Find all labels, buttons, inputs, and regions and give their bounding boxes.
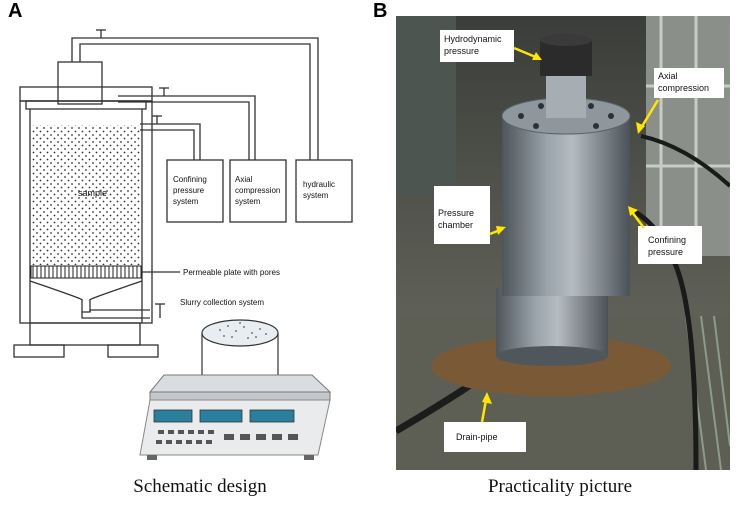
sample-label: sample: [78, 188, 107, 198]
schematic-caption: Schematic design: [133, 476, 267, 497]
base-foot-right: [107, 344, 159, 358]
axial-label-2: compression: [235, 186, 280, 195]
svg-text:compression: compression: [658, 83, 709, 93]
panel-a-letter: A: [8, 0, 23, 22]
confining-label-1: Confining: [173, 175, 207, 184]
drain-pipe-inner: [89, 309, 150, 312]
hydraulic-label-1: hydraulic: [303, 180, 335, 189]
panel-b-letter: B: [373, 0, 388, 22]
pressure-chamber-callout: Pressure chamber: [434, 186, 506, 244]
svg-text:chamber: chamber: [438, 220, 473, 230]
svg-text:Hydrodynamic: Hydrodynamic: [444, 34, 502, 44]
lower-flange: [496, 288, 608, 356]
slurry-funnel: [29, 280, 143, 313]
electronic-scale: [139, 374, 332, 460]
schematic-diagram: sample Confining pressure system Axial c…: [13, 29, 353, 460]
main-cylinder: [502, 116, 630, 296]
photo-caption: Practicality picture: [487, 476, 633, 497]
drain-pipe-outer: [81, 312, 150, 319]
permeable-plate: [30, 265, 142, 279]
confining-pressure-callout: Confining pressure: [628, 206, 702, 264]
svg-text:pressure: pressure: [648, 247, 683, 257]
pipe-hydraulic-outer: [71, 37, 319, 160]
base-ring: [431, 336, 671, 396]
apparatus-photo: Hydrodynamic pressure Axial compression …: [396, 16, 730, 470]
confining-hose: [620, 203, 699, 470]
axial-compression-callout: Axial compression: [636, 68, 724, 134]
svg-text:pressure: pressure: [444, 46, 479, 56]
svg-text:Confining: Confining: [648, 235, 686, 245]
top-plate: [19, 86, 153, 102]
drain-pipe-callout: Drain-pipe: [444, 392, 526, 452]
axial-label-3: system: [235, 197, 261, 206]
hydrodynamic-callout: Hydrodynamic pressure: [440, 30, 542, 62]
base-block: [29, 322, 141, 346]
permeable-plate-label: Permeable plate with pores: [183, 268, 280, 277]
pipe-axial-inner: [118, 101, 250, 160]
slurry-label: Slurry collection system: [180, 298, 264, 307]
base-foot-left: [13, 344, 65, 358]
axial-label-1: Axial: [235, 175, 253, 184]
slurry-container: [201, 319, 279, 384]
hydraulic-system-box: [295, 159, 353, 223]
piston-column: [546, 72, 586, 118]
pipe-confining-inner: [140, 129, 195, 160]
confining-system-box: [166, 159, 224, 223]
axial-system-box: [229, 159, 287, 223]
svg-text:Drain-pipe: Drain-pipe: [456, 432, 498, 442]
axial-hose: [640, 134, 730, 188]
pipe-hydraulic-inner: [79, 43, 311, 160]
confining-label-3: system: [173, 197, 199, 206]
sample-region: [31, 125, 141, 265]
confining-label-2: pressure: [173, 186, 205, 195]
svg-text:Axial: Axial: [658, 71, 678, 81]
top-piston: [57, 61, 103, 105]
hydraulic-label-2: system: [303, 191, 329, 200]
svg-text:Pressure: Pressure: [438, 208, 474, 218]
right-frame: [646, 16, 730, 256]
pipe-confining-outer: [140, 123, 201, 160]
